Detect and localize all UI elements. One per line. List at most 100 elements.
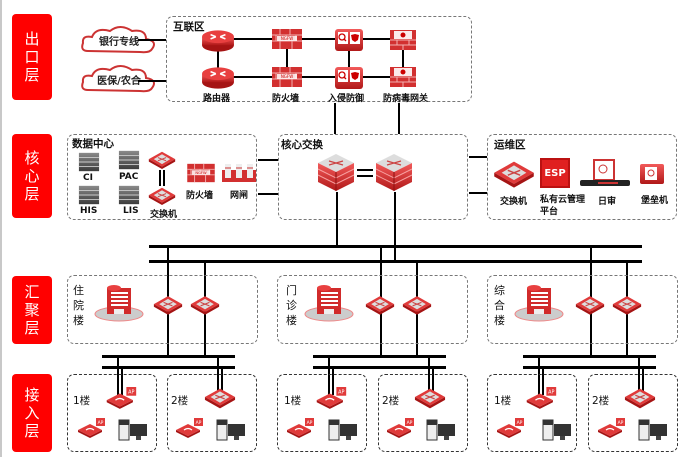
zone-title: 运维区 (494, 139, 526, 151)
access-switch-icon (106, 387, 138, 411)
wireless-ap-icon (598, 418, 626, 440)
wireless-ap-icon (287, 418, 315, 440)
zone-floor (588, 374, 678, 452)
link (221, 366, 223, 395)
switch-icon (190, 294, 220, 316)
zone-floor (67, 374, 157, 452)
access-bus (102, 366, 235, 369)
building-label: 住院楼 (73, 284, 84, 327)
switch-icon (148, 186, 176, 206)
device-label: 交换机 (500, 197, 528, 207)
floor-label: 2楼 (382, 395, 400, 407)
floor-label: 1楼 (494, 395, 512, 407)
link (357, 175, 373, 177)
link (432, 366, 434, 395)
cloud-icon (81, 26, 155, 54)
link (542, 366, 544, 395)
device-label: 入侵防御 (328, 94, 365, 104)
zone-datacenter (67, 134, 257, 220)
firewall-icon (186, 162, 216, 184)
access-switch-icon (316, 387, 348, 411)
zone-inpatient-building (67, 275, 258, 344)
server-label: LIS (123, 206, 139, 216)
core-switch-icon (315, 152, 357, 192)
bastion-host-icon (640, 164, 664, 184)
link (218, 76, 408, 78)
cloud-label: 银行专线 (99, 37, 139, 48)
floor-label: 2楼 (592, 395, 610, 407)
floor-label: 1楼 (284, 395, 302, 407)
floor-label: 1楼 (73, 395, 91, 407)
access-switch-icon (526, 387, 558, 411)
link (428, 355, 430, 395)
antivirus-gateway-icon (390, 28, 416, 50)
link (218, 38, 408, 40)
link (286, 40, 288, 76)
zone-core-switch (278, 134, 468, 220)
cloud-medical-insurance: 医保/农合 (80, 64, 158, 94)
cloud-label: 医保/农合 (97, 76, 141, 87)
router-icon (201, 66, 235, 90)
zone-floor (487, 374, 577, 452)
wireless-ap-icon (387, 418, 415, 440)
zone-title: 数据中心 (72, 138, 114, 150)
server-label: PAC (119, 172, 139, 182)
access-bus (523, 355, 656, 358)
access-bus (102, 355, 235, 358)
ips-icon (334, 26, 364, 52)
link (121, 366, 123, 395)
server-icon (117, 184, 141, 206)
antivirus-gateway-icon (390, 65, 416, 87)
layer-label: 出口层 (24, 30, 40, 84)
computer-icon (426, 418, 456, 442)
computer-icon (542, 418, 572, 442)
core-switch-icon (373, 152, 415, 192)
log-audit-icon (580, 159, 630, 186)
link (159, 170, 161, 186)
server-icon (77, 151, 101, 173)
switch-icon (402, 294, 432, 316)
server-icon (77, 184, 101, 206)
link (258, 193, 278, 195)
cloud-icon (81, 65, 155, 93)
link (334, 103, 336, 134)
link (138, 80, 166, 82)
device-label: 防病毒网关 (383, 94, 429, 104)
cloud-bank-line: 银行专线 (80, 25, 158, 55)
access-switch-icon (414, 386, 446, 410)
zone-floor (167, 374, 257, 452)
zone-floor (277, 374, 367, 452)
server-label: CI (83, 173, 93, 183)
layer-egress-tag: 出口层 (12, 14, 52, 100)
zone-title: 核心交换 (281, 139, 323, 151)
device-label: 防火墙 (272, 94, 300, 104)
link (348, 40, 350, 76)
device-label: 防火墙 (186, 191, 214, 201)
computer-icon (216, 418, 246, 442)
link (117, 355, 119, 395)
router-icon (201, 29, 235, 53)
gatekeeper-icon (222, 162, 256, 182)
layer-label: 接入层 (24, 386, 40, 440)
floor-label: 2楼 (171, 395, 189, 407)
device-label: 网闸 (230, 191, 249, 201)
computer-icon (638, 418, 668, 442)
device-label: 路由器 (203, 94, 231, 104)
device-label: 日审 (598, 197, 617, 207)
private-cloud-icon: ESP (540, 158, 570, 188)
access-switch-icon (624, 386, 656, 410)
switch-icon (148, 150, 176, 170)
access-bus (313, 366, 446, 369)
zone-operations (487, 134, 677, 220)
layer-aggregation-tag: 汇聚层 (12, 276, 52, 344)
building-label: 综合楼 (494, 284, 505, 327)
switch-icon (612, 294, 642, 316)
zone-general-building (487, 275, 678, 344)
wireless-ap-icon (176, 418, 204, 440)
switch-icon (575, 294, 605, 316)
server-icon (117, 149, 141, 171)
switch-icon (365, 294, 395, 316)
switch-icon (493, 158, 535, 190)
wireless-ap-icon (78, 418, 106, 440)
